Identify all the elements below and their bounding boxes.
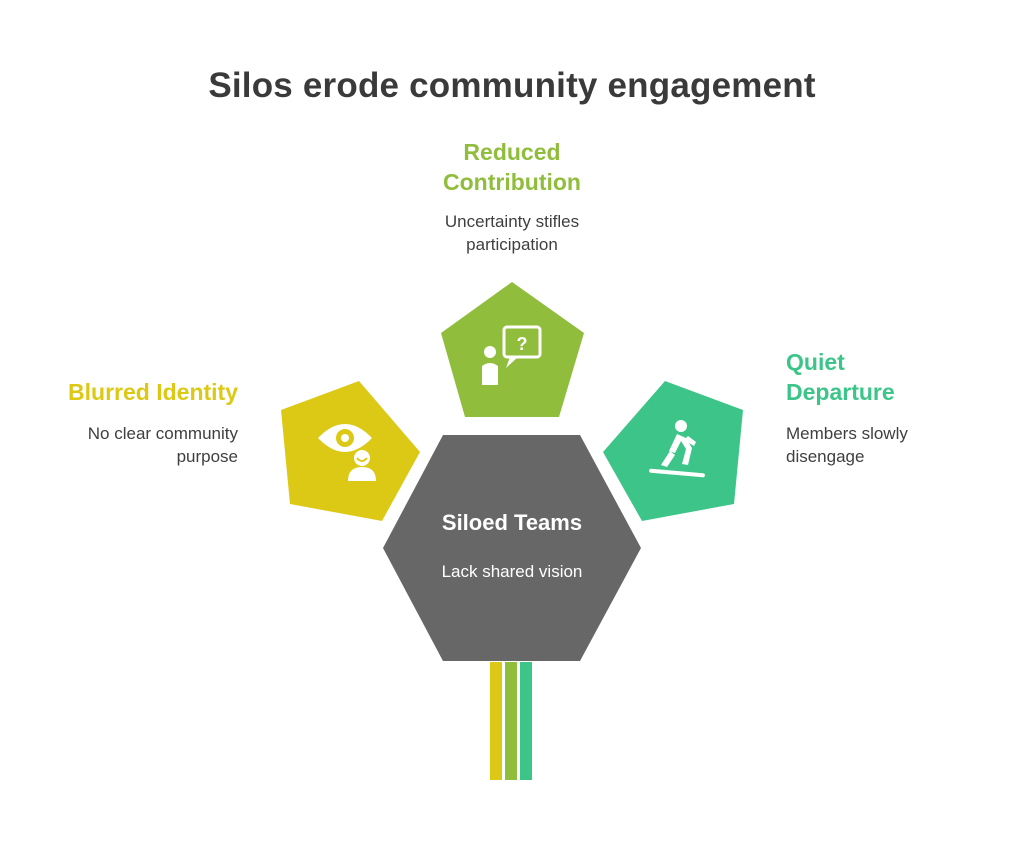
stem-bar-green: [520, 662, 532, 780]
desc-line: disengage: [786, 447, 865, 466]
title-line: Quiet: [786, 349, 845, 375]
hexagon-siloed-teams: [383, 435, 641, 661]
eye-person-icon: [318, 424, 376, 481]
label-desc-reduced-contribution: Uncertainty stifles participation: [362, 210, 662, 256]
title-line: Departure: [786, 379, 895, 405]
label-desc-quiet-departure: Members slowly disengage: [786, 422, 986, 468]
label-desc-blurred-identity: No clear community purpose: [30, 422, 238, 468]
svg-text:?: ?: [517, 334, 528, 354]
stem-bar-yellow: [490, 662, 502, 780]
person-question-icon: ?: [482, 325, 542, 385]
desc-line: participation: [466, 235, 558, 254]
desc-line: purpose: [176, 447, 238, 466]
stem-bar-lime: [505, 662, 517, 780]
desc-line: No clear community: [87, 424, 238, 443]
pentagon-reduced-contribution: [441, 282, 584, 417]
label-title-blurred-identity: Blurred Identity: [68, 379, 238, 405]
center-title: Siloed Teams: [441, 510, 583, 535]
label-title-reduced-contribution: Reduced Contribution: [362, 137, 662, 197]
desc-line: Members slowly: [786, 424, 908, 443]
label-title-quiet-departure: Quiet Departure: [786, 347, 986, 407]
title-line: Reduced: [463, 139, 561, 165]
person-walking-away-icon: [649, 420, 705, 478]
center-desc: Lack shared vision: [441, 562, 583, 581]
desc-line: Uncertainty stifles: [444, 212, 580, 231]
diagram-title: Silos erode community engagement: [208, 66, 816, 105]
title-line: Contribution: [443, 169, 581, 195]
